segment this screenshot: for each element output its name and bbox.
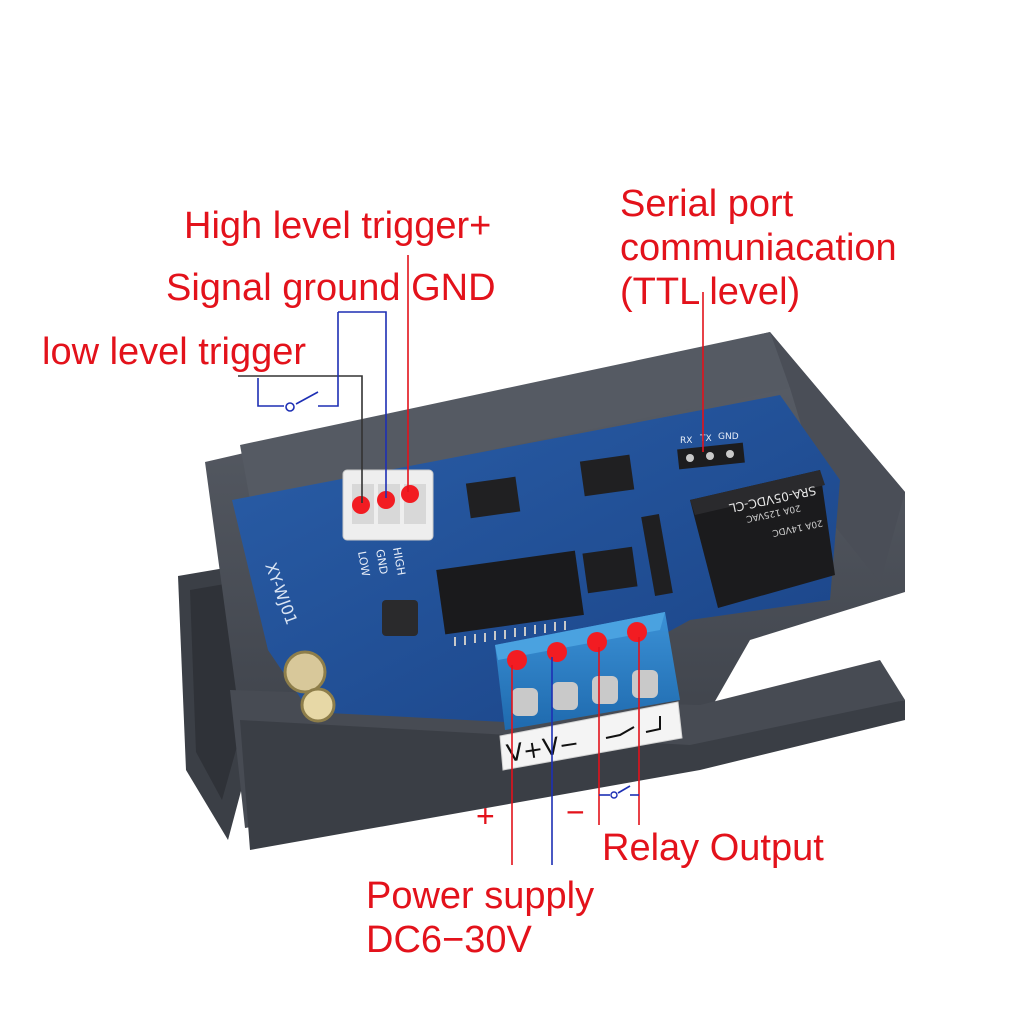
- high-pin-marker: [401, 485, 419, 503]
- optocoupler-1: [465, 476, 521, 519]
- serial-port-label-line1: Serial port: [620, 183, 794, 225]
- relay-no-marker: [627, 622, 647, 642]
- optocoupler-2: [579, 454, 635, 497]
- inductor: [382, 600, 418, 636]
- header-pins: [641, 514, 673, 596]
- low-pin-marker: [352, 496, 370, 514]
- high-level-trigger-label: High level trigger+: [184, 205, 492, 247]
- power-supply-label-line2: DC6−30V: [366, 919, 532, 961]
- input-connector: [342, 469, 434, 541]
- serial-pin-rx: RX: [680, 436, 692, 446]
- capacitor: [283, 650, 327, 694]
- vminus-marker: [547, 642, 567, 662]
- gnd-pin-marker: [377, 491, 395, 509]
- low-level-trigger-label: low level trigger: [42, 331, 306, 373]
- power-supply-label-line1: Power supply: [366, 875, 595, 917]
- pin-label-gnd: GND: [373, 548, 390, 575]
- serial-header: [677, 442, 745, 470]
- capacitor-2: [300, 687, 336, 723]
- vplus-marker: [507, 650, 527, 670]
- pin-label-high: HIGH: [390, 546, 408, 576]
- serial-pin-tx: TX: [699, 434, 712, 444]
- signal-ground-label: Signal ground GND: [166, 267, 496, 309]
- serial-port-label-line3: (TTL level): [620, 271, 801, 313]
- secondary-ic: [582, 546, 638, 594]
- main-ic: [436, 550, 584, 646]
- terminal-block: [495, 612, 680, 730]
- pin-label-low: LOW: [355, 550, 372, 577]
- terminal-label-strip: [499, 701, 683, 771]
- serial-port-label-line2: communiacation: [620, 227, 897, 269]
- serial-pin-gnd: GND: [718, 432, 739, 442]
- relay: [690, 470, 835, 608]
- plus-sign-label: +: [476, 798, 495, 834]
- leader-lines: [238, 255, 704, 865]
- relay-switch-contact-icon: [610, 791, 618, 799]
- relay-com-marker: [587, 632, 607, 652]
- relay-output-label: Relay Output: [602, 827, 824, 869]
- switch-contact-icon: [285, 402, 295, 412]
- minus-sign-label: −: [566, 794, 585, 830]
- relay-switch-symbol: [605, 716, 661, 739]
